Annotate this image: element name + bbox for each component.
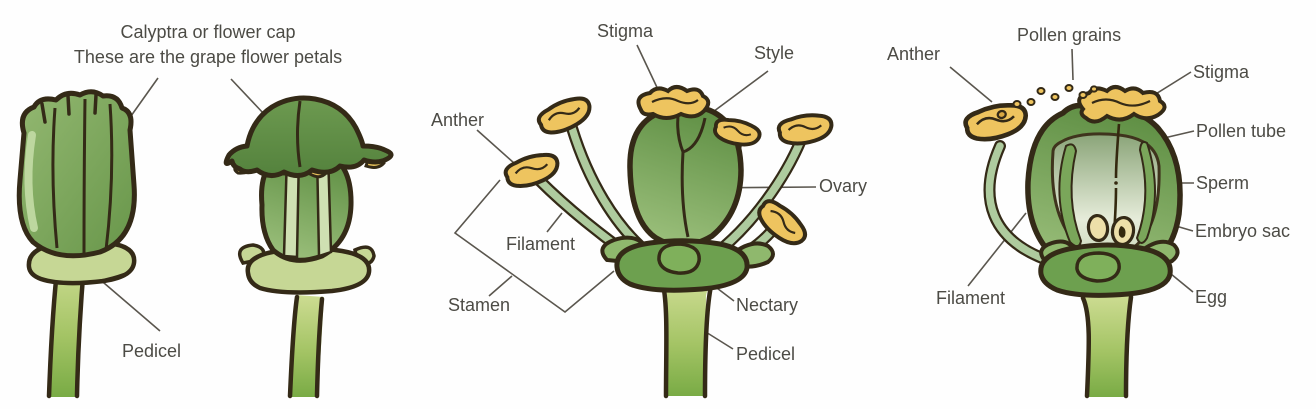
leader-calyptra-left [130,77,159,117]
label-embryo-sac: Embryo sac [1195,221,1291,241]
pedicel-shape [1081,295,1133,397]
egg-shape [1118,226,1126,238]
stigma-shape [636,85,711,120]
calyptra-caption-line1: Calyptra or flower cap [120,22,296,42]
label-pedicel-open: Pedicel [736,344,796,364]
open-flower [503,85,834,399]
label-pollen-tube: Pollen tube [1196,121,1287,141]
stamen-bracket [453,179,615,314]
calyptra-closed-shape [16,89,137,259]
label-anther-pollination: Anther [887,44,941,64]
leader-anther-2 [476,129,515,164]
label-sperm: Sperm [1196,173,1250,193]
leader-anther-3 [949,66,993,103]
label-anther-open: Anther [431,110,485,130]
label-stamen-open: Stamen [448,295,511,315]
anthers [503,96,834,246]
anther-shape [963,103,1029,142]
sperm-dot [1114,181,1118,185]
label-pollen-grains: Pollen grains [1017,25,1122,45]
leader-stamen-2 [488,275,513,297]
leader-calyptra-right [230,78,265,115]
leader-filament-2 [546,212,563,233]
nectary-shape [657,242,701,275]
pollen-grains-dots [1012,84,1098,108]
label-ovary-open: Ovary [819,176,868,196]
pollinated-flower [963,84,1183,399]
label-stigma-open: Stigma [597,21,654,41]
bud-calyptra-lifting [223,95,394,399]
stigma-shape [1077,85,1167,124]
label-nectary-open: Nectary [736,295,799,315]
calyptra-cap-shape [223,95,394,178]
receptacle-and-nectary [600,235,775,293]
label-pedicel-bud: Pedicel [122,341,182,361]
pedicel-shape [288,295,324,397]
leader-pollen-grains-3 [1071,48,1074,81]
label-filament-open: Filament [506,234,576,254]
calyptra-caption: Calyptra or flower cap These are the gra… [33,20,383,70]
calyptra-caption-line2: These are the grape flower petals [73,47,343,67]
bud-closed [16,89,137,399]
leader-pedicel-1 [96,276,161,332]
filament-shape [983,140,1062,269]
receptacle-shape [1038,239,1180,298]
leader-filament-3 [967,212,1027,287]
label-stigma-pollination: Stigma [1193,62,1250,82]
label-style-open: Style [754,43,795,63]
label-filament-pollination: Filament [936,288,1006,308]
pedicel-shape [660,281,714,396]
label-egg: Egg [1195,287,1228,307]
